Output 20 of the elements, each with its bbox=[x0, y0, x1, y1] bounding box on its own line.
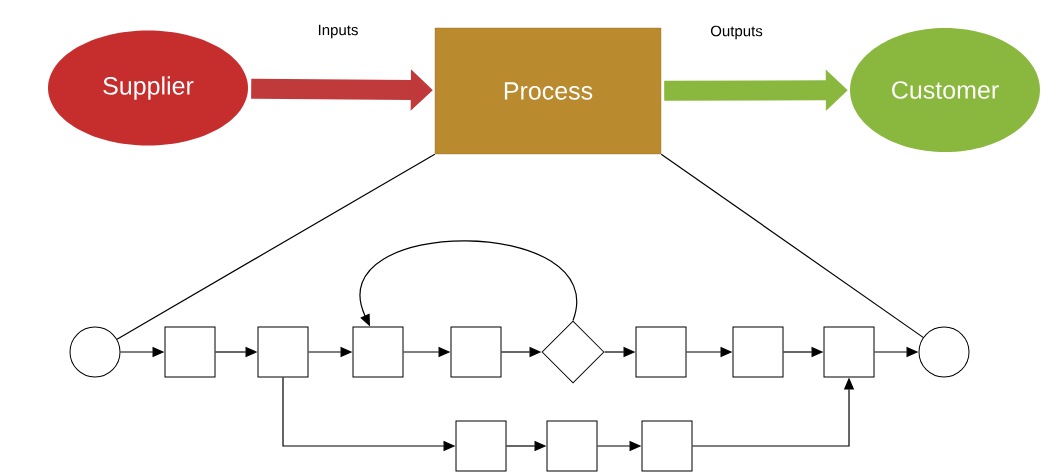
process-box bbox=[823, 326, 875, 378]
process-box bbox=[455, 420, 507, 472]
connector-line bbox=[116, 153, 436, 340]
edge-label: Inputs bbox=[318, 24, 358, 39]
decision-diamond bbox=[541, 320, 605, 384]
edge-label: Outputs bbox=[710, 25, 763, 40]
ellipse-node: Supplier bbox=[48, 30, 248, 146]
circle-node bbox=[918, 326, 970, 378]
connector-line bbox=[660, 153, 924, 338]
process-box bbox=[732, 326, 784, 378]
process-box bbox=[352, 326, 404, 378]
process-box bbox=[257, 326, 309, 378]
ellipse-node: Customer bbox=[850, 28, 1040, 152]
process-box bbox=[641, 420, 693, 472]
process-box bbox=[635, 326, 687, 378]
circle-node bbox=[69, 326, 121, 378]
process-box bbox=[164, 326, 216, 378]
process-box bbox=[450, 326, 502, 378]
process-box bbox=[546, 420, 598, 472]
process-box: Process bbox=[434, 27, 662, 155]
